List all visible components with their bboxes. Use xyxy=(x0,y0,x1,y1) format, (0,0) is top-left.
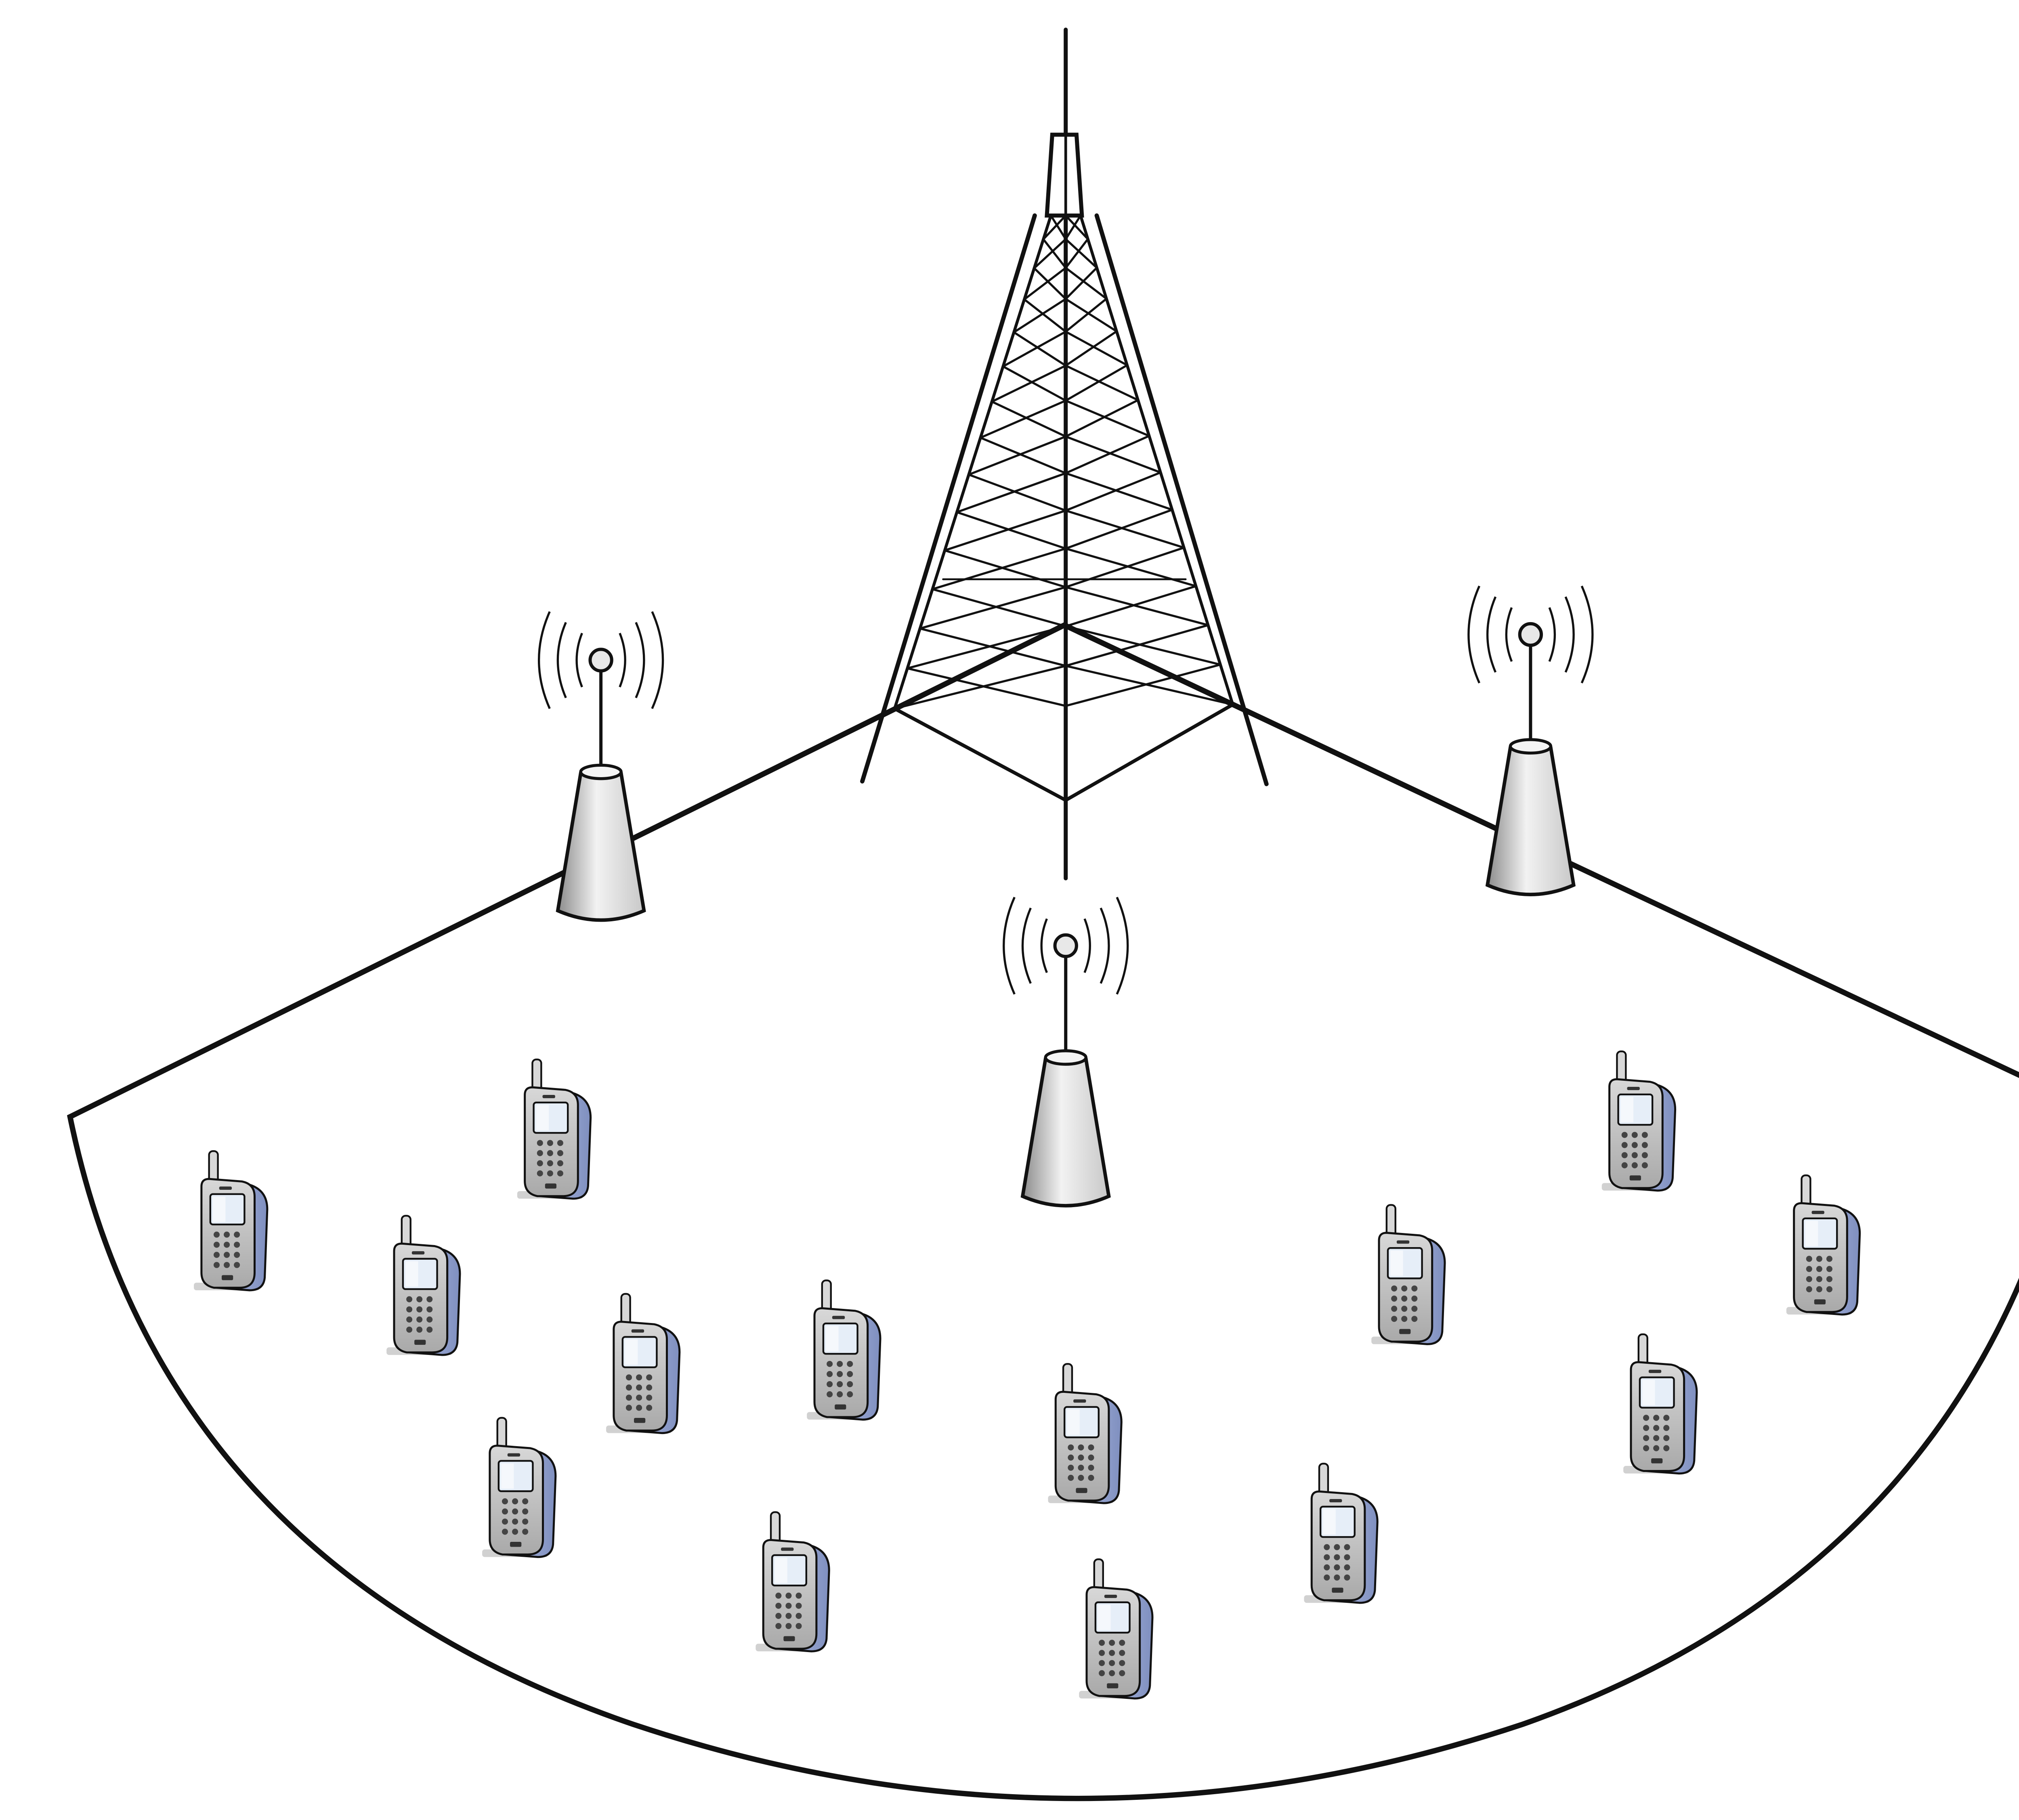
lattice-tower-icon xyxy=(860,27,1269,881)
coverage-sector-outline xyxy=(67,622,2019,1801)
